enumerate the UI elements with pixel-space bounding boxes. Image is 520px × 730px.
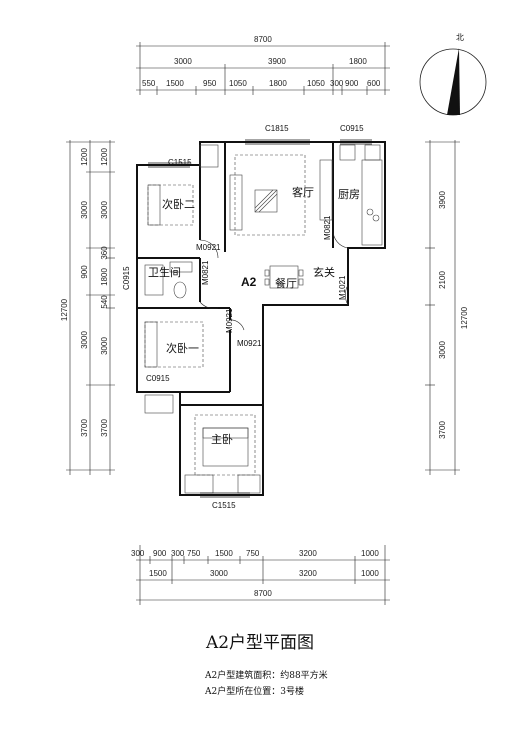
windows bbox=[148, 139, 372, 498]
top-total-dim: 8700 bbox=[254, 35, 272, 44]
label-c1815: C1815 bbox=[265, 124, 289, 133]
left-dim-2: 3000 bbox=[80, 201, 89, 219]
left-total-dim: 12700 bbox=[60, 298, 69, 321]
left-dim-4: 3000 bbox=[80, 331, 89, 349]
label-m0921-c: M0921 bbox=[237, 339, 262, 348]
info-area: A2户型建筑面积：约88平方米 bbox=[205, 671, 328, 681]
top-dim-3: 1800 bbox=[349, 57, 367, 66]
room-dining: 餐厅 bbox=[275, 276, 297, 290]
bottom-sub-dim-7: 3200 bbox=[299, 549, 317, 558]
room-bathroom: 卫生间 bbox=[148, 265, 181, 279]
left-dim-1: 1200 bbox=[80, 148, 89, 166]
sink-icon bbox=[169, 261, 193, 273]
room-second-bedroom-2: 次卧二 bbox=[162, 197, 195, 211]
label-m0821-a: M0821 bbox=[323, 215, 332, 240]
left-dimensions bbox=[66, 140, 115, 475]
bottom-dimensions bbox=[136, 545, 390, 605]
top-dimensions bbox=[136, 42, 390, 95]
label-c0915-side: C0915 bbox=[122, 266, 131, 290]
label-m0921-a: M0921 bbox=[196, 243, 221, 252]
sofa-icon bbox=[229, 174, 243, 231]
top-sub-dim-2: 1500 bbox=[166, 79, 184, 88]
unit-label: A2 bbox=[241, 275, 257, 289]
plan-title: A2户型平面图 bbox=[205, 633, 315, 653]
bottom-dim-4: 1000 bbox=[361, 569, 379, 578]
bottom-sub-dim-6: 750 bbox=[246, 549, 260, 558]
room-second-bedroom-1: 次卧一 bbox=[166, 341, 199, 355]
left-sub-dim-3: 360 bbox=[100, 246, 109, 260]
top-dim-2: 3900 bbox=[268, 57, 286, 66]
left-sub-dim-2: 3000 bbox=[100, 201, 109, 219]
toilet-icon bbox=[173, 281, 187, 299]
label-c0915-bottom: C0915 bbox=[146, 374, 170, 383]
bottom-sub-dim-8: 1000 bbox=[361, 549, 379, 558]
top-sub-dim-3: 950 bbox=[203, 79, 217, 88]
top-sub-dim-6: 1050 bbox=[307, 79, 325, 88]
bottom-sub-dim-4: 750 bbox=[187, 549, 201, 558]
left-sub-dim-7: 3700 bbox=[100, 419, 109, 437]
bottom-sub-dim-3: 300 bbox=[171, 549, 185, 558]
label-m0921-b: M0921 bbox=[225, 308, 234, 333]
left-dim-3: 900 bbox=[80, 265, 89, 279]
top-sub-dim-1: 550 bbox=[142, 79, 156, 88]
top-sub-dim-9: 600 bbox=[367, 79, 381, 88]
north-arrow-icon bbox=[447, 48, 460, 115]
room-entrance: 玄关 bbox=[313, 265, 335, 279]
bottom-sub-dim-5: 1500 bbox=[215, 549, 233, 558]
room-master: 主卧 bbox=[211, 433, 233, 446]
room-living: 客厅 bbox=[292, 185, 314, 199]
dining-table-icon bbox=[269, 265, 299, 289]
stove-icon bbox=[366, 208, 374, 216]
right-dim-3: 3000 bbox=[438, 341, 447, 359]
top-sub-dim-8: 900 bbox=[345, 79, 359, 88]
doors bbox=[199, 229, 349, 331]
bottom-dim-1: 1500 bbox=[149, 569, 167, 578]
room-kitchen: 厨房 bbox=[338, 188, 360, 201]
label-c1515-bottom: C1515 bbox=[212, 501, 236, 510]
coffee-table-icon bbox=[254, 189, 278, 213]
bottom-dim-3: 3200 bbox=[299, 569, 317, 578]
bottom-total-dim: 8700 bbox=[254, 589, 272, 598]
top-dim-1: 3000 bbox=[174, 57, 192, 66]
label-m0821-b: M0821 bbox=[201, 260, 210, 285]
info-location: A2户型所在位置：3号楼 bbox=[205, 687, 304, 697]
top-sub-dim-5: 1800 bbox=[269, 79, 287, 88]
bottom-sub-dim-2: 900 bbox=[153, 549, 167, 558]
top-sub-dim-4: 1050 bbox=[229, 79, 247, 88]
left-sub-dim-6: 3000 bbox=[100, 337, 109, 355]
left-sub-dim-4: 1800 bbox=[100, 268, 109, 286]
label-m1021: M1021 bbox=[338, 275, 347, 300]
bathtub-icon bbox=[144, 264, 164, 296]
top-sub-dim-7: 300 bbox=[330, 79, 344, 88]
bottom-dim-2: 3000 bbox=[210, 569, 228, 578]
north-compass: 北 bbox=[419, 33, 487, 116]
right-total-dim: 12700 bbox=[460, 306, 469, 329]
right-dim-4: 3700 bbox=[438, 421, 447, 439]
label-c0915-top: C0915 bbox=[340, 124, 364, 133]
label-c1515-top: C1515 bbox=[168, 158, 192, 167]
north-label: 北 bbox=[456, 33, 464, 42]
right-dim-2: 2100 bbox=[438, 271, 447, 289]
left-dim-5: 3700 bbox=[80, 419, 89, 437]
right-dim-1: 3900 bbox=[438, 191, 447, 209]
right-dimensions bbox=[425, 140, 460, 475]
left-sub-dim-5: 540 bbox=[100, 295, 109, 309]
left-sub-dim-1: 1200 bbox=[100, 148, 109, 166]
bottom-sub-dim-1: 300 bbox=[131, 549, 145, 558]
